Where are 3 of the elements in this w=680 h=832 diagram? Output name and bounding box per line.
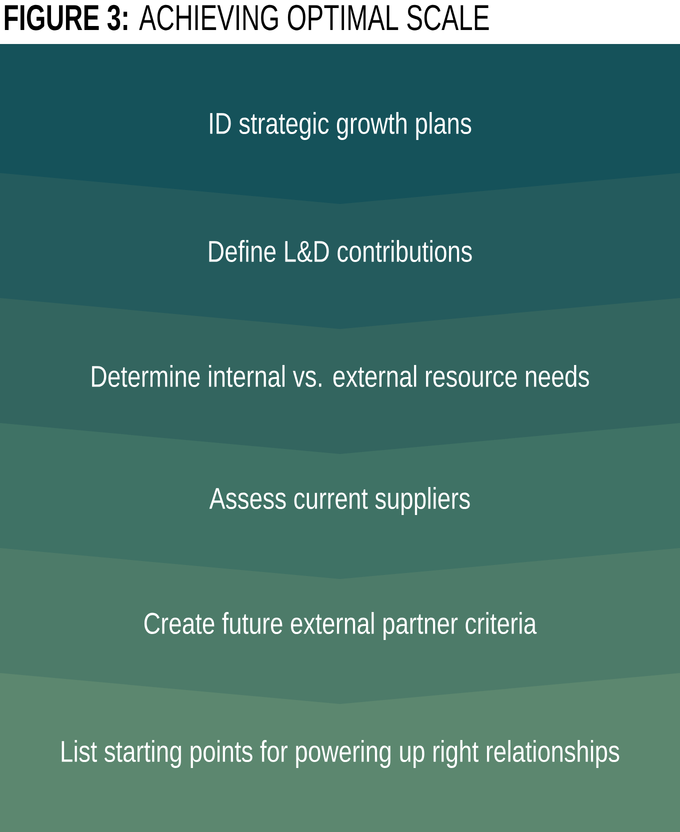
figure-title: FIGURE 3: ACHIEVING OPTIMAL SCALE xyxy=(4,4,489,30)
chevron-band: ID strategic growth plans xyxy=(0,44,680,204)
chevron-band: List starting points for powering up right relationships xyxy=(0,673,680,832)
